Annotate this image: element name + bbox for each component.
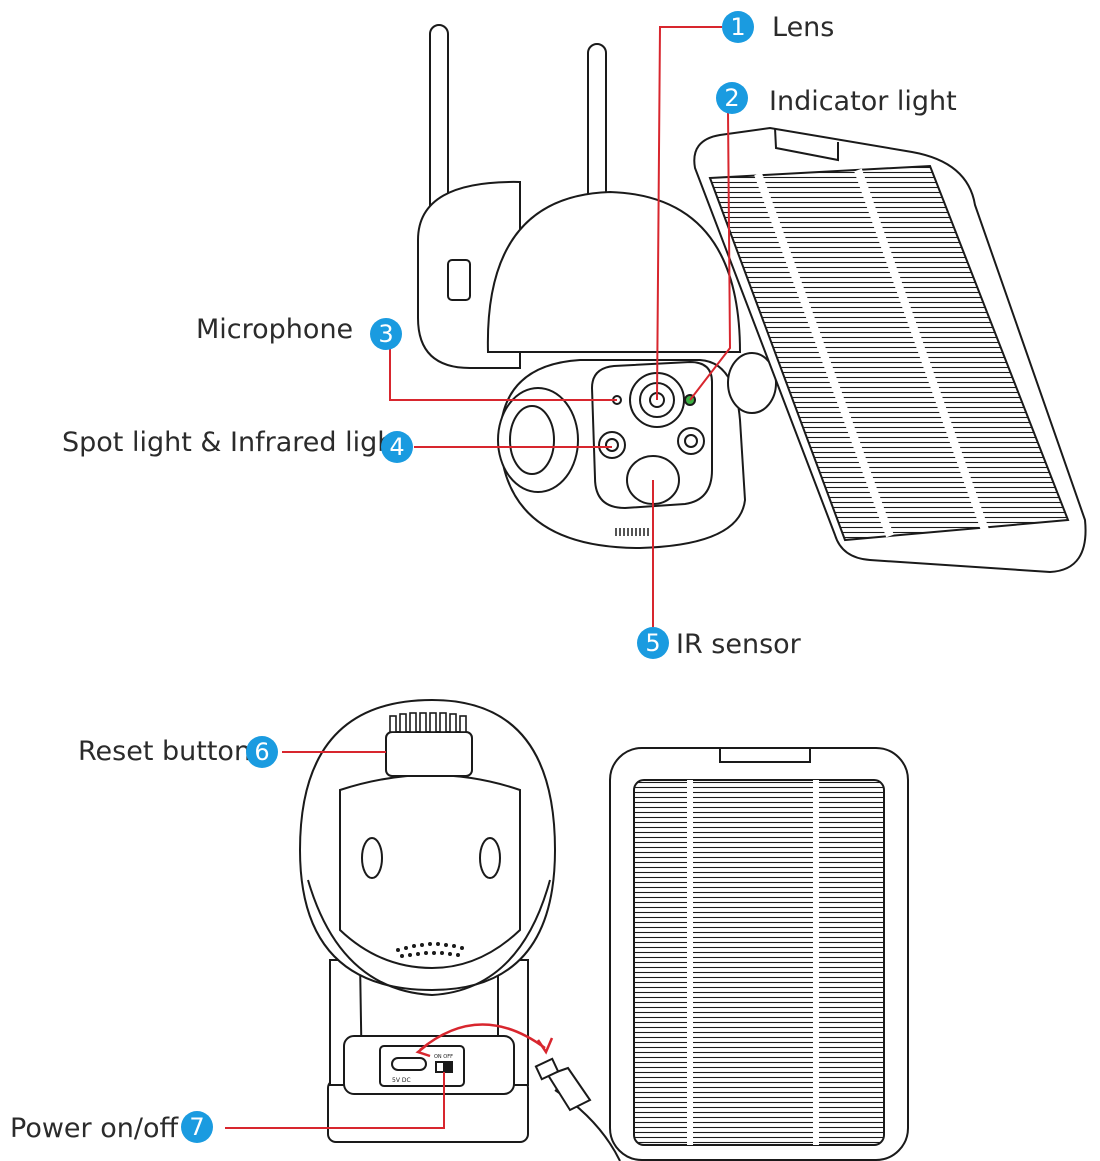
solar-panel-front-view — [609, 747, 909, 1161]
callout-badge-6: 6 — [246, 736, 278, 768]
callout-label-lens: Lens — [772, 12, 835, 43]
plug-in-arrow — [415, 1023, 554, 1058]
usb-cable — [534, 1057, 621, 1161]
callout-label-spot-infrared-light: Spot light & Infrared light — [62, 427, 405, 458]
callout-badge-1: 1 — [722, 11, 754, 43]
callout-label-microphone: Microphone — [196, 314, 354, 345]
camera-dome — [486, 190, 742, 353]
callout-line-2 — [689, 111, 732, 401]
callout-line-7 — [225, 1072, 445, 1129]
callout-label-reset-button: Reset button — [78, 736, 252, 767]
switch-label: ON OFF — [434, 1054, 453, 1060]
camera-front-view — [417, 24, 777, 550]
camera-rear-view — [298, 698, 557, 1143]
callout-badge-2: 2 — [716, 82, 748, 114]
callout-badge-4: 4 — [381, 431, 413, 463]
callout-label-power-on-off: Power on/off — [10, 1113, 179, 1144]
solar-panel-side-view — [693, 126, 1087, 574]
callout-label-ir-sensor: IR sensor — [676, 629, 801, 660]
callout-badge-3: 3 — [370, 318, 402, 350]
callout-line-1 — [656, 26, 722, 401]
antenna-right — [587, 43, 607, 205]
usb-port-label: 5V DC — [392, 1077, 411, 1084]
callout-badge-7: 7 — [181, 1111, 213, 1143]
callout-line-3 — [389, 349, 617, 401]
callout-label-indicator-light: Indicator light — [769, 86, 957, 117]
reset-button-cover — [385, 731, 473, 777]
usb-c-port — [391, 1057, 427, 1071]
callout-badge-5: 5 — [637, 627, 669, 659]
callout-lines — [225, 26, 732, 1129]
